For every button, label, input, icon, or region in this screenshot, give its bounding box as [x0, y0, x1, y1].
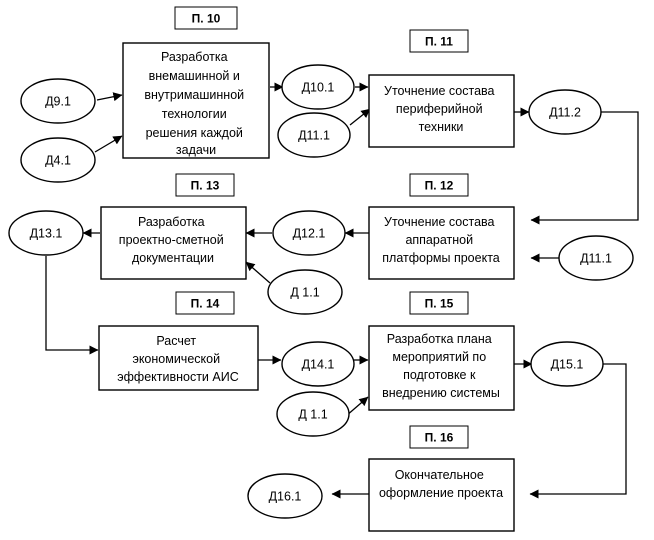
svg-text:П. 11: П. 11 — [425, 35, 453, 49]
step-label-p16: П. 16 — [409, 425, 469, 449]
doc-d14-1: Д14.1 — [281, 341, 355, 387]
process-p10-line: внутримашинной — [144, 88, 244, 102]
svg-text:Уточнение состава аппара: Уточнение состава аппаратной платформы п… — [382, 215, 500, 265]
svg-text:Разработка плана меропри: Разработка плана мероприятий по подготов… — [382, 332, 500, 400]
doc-d11-1-b: Д11.1 — [558, 235, 634, 281]
process-p10-line: решения каждой — [146, 126, 243, 140]
process-p10-line: Разработка — [161, 50, 228, 64]
arrow-d9-1-to-p10 — [96, 92, 123, 102]
arrow-d15-1-to-p16 — [529, 363, 627, 499]
process-p13-line: Разработка — [138, 215, 205, 229]
process-p11: Уточнение состава периферийной техники — [368, 74, 515, 148]
svg-text:Д11.1: Д11.1 — [580, 252, 612, 266]
process-p12: Уточнение состава аппаратной платформы п… — [368, 206, 515, 280]
arrow-d11-2-to-p12 — [530, 111, 639, 225]
process-p14-line: экономической — [132, 352, 220, 366]
svg-text:П. 14: П. 14 — [191, 297, 220, 311]
step-label-p13: П. 13 — [175, 173, 235, 197]
arrow-d13-1-to-p14 — [45, 256, 99, 355]
doc-d4-1: Д4.1 — [20, 137, 96, 183]
svg-text:Д15.1: Д15.1 — [551, 358, 584, 372]
svg-text:Д4.1: Д4.1 — [45, 154, 71, 168]
svg-text:П. 10: П. 10 — [192, 12, 221, 26]
step-label-p12: П. 12 — [409, 173, 469, 197]
step-label-p10: П. 10 — [174, 6, 238, 30]
process-p11-line: техники — [419, 120, 464, 134]
svg-text:Окончательное оформление: Окончательное оформление проекта — [379, 468, 503, 500]
process-p14: Расчет экономической эффективности АИС — [98, 325, 259, 391]
doc-d13-1: Д13.1 — [8, 210, 84, 256]
svg-text:П. 12: П. 12 — [425, 179, 454, 193]
process-p15-line: внедрению системы — [382, 386, 500, 400]
svg-text:Д11.2: Д11.2 — [549, 106, 581, 120]
doc-d1-1-b: Д 1.1 — [276, 391, 350, 437]
svg-text:Расчет экономической: Расчет экономической эффективности АИС — [117, 334, 239, 384]
process-p16: Окончательное оформление проекта — [368, 458, 515, 532]
svg-text:Д12.1: Д12.1 — [293, 227, 326, 241]
svg-text:Д 1.1: Д 1.1 — [290, 286, 319, 300]
doc-d11-2: Д11.2 — [528, 89, 602, 135]
process-p16-line: оформление проекта — [379, 486, 503, 500]
svg-text:Д10.1: Д10.1 — [302, 81, 335, 95]
process-p13-line: документации — [132, 251, 214, 265]
process-p13: Разработка проектно-сметной документации — [100, 206, 247, 280]
doc-d11-1: Д11.1 — [277, 112, 351, 158]
svg-text:Д13.1: Д13.1 — [30, 227, 63, 241]
process-p15-line: мероприятий по — [392, 350, 486, 364]
arrow-d1-1a-to-p13 — [245, 261, 271, 284]
doc-d10-1: Д10.1 — [281, 64, 355, 110]
process-p11-line: Уточнение состава — [384, 84, 495, 98]
process-p14-line: эффективности АИС — [117, 370, 239, 384]
svg-text:Д9.1: Д9.1 — [45, 95, 71, 109]
svg-text:П. 15: П. 15 — [425, 297, 454, 311]
doc-d15-1: Д15.1 — [530, 341, 604, 387]
svg-text:Д11.1: Д11.1 — [298, 129, 330, 143]
svg-text:Разработка внемашинной и: Разработка внемашинной и внутримашинной … — [144, 50, 247, 157]
process-p12-line: аппаратной — [405, 233, 473, 247]
process-p13-line: проектно-сметной — [119, 233, 224, 247]
process-p15: Разработка плана мероприятий по подготов… — [368, 325, 515, 411]
process-p12-line: платформы проекта — [382, 251, 500, 265]
svg-text:Д16.1: Д16.1 — [269, 490, 302, 504]
process-p15-line: Разработка плана — [387, 332, 492, 346]
doc-d9-1: Д9.1 — [20, 78, 96, 124]
process-p10: Разработка внемашинной и внутримашинной … — [122, 42, 270, 159]
process-p16-line: Окончательное — [395, 468, 484, 482]
doc-d1-1-a: Д 1.1 — [267, 269, 343, 315]
connectors — [45, 82, 639, 499]
svg-text:П. 16: П. 16 — [425, 431, 454, 445]
svg-text:Д14.1: Д14.1 — [302, 358, 335, 372]
process-p14-line: Расчет — [156, 334, 196, 348]
doc-d16-1: Д16.1 — [247, 473, 323, 519]
doc-d12-1: Д12.1 — [272, 210, 346, 256]
step-label-p15: П. 15 — [409, 291, 469, 315]
process-p10-line: задачи — [176, 143, 216, 157]
svg-text:Разработка проектно-смет: Разработка проектно-сметной документации — [119, 215, 227, 265]
step-label-p14: П. 14 — [175, 291, 235, 315]
process-p12-line: Уточнение состава — [384, 215, 495, 229]
svg-text:Уточнение состава перифе: Уточнение состава периферийной техники — [384, 84, 498, 134]
process-p10-line: технологии — [162, 107, 227, 121]
process-p11-line: периферийной — [396, 102, 483, 116]
arrow-d11-1-to-p11 — [349, 108, 371, 126]
process-p10-line: внемашинной и — [149, 69, 240, 83]
arrow-d4-1-to-p10 — [94, 135, 123, 153]
process-p15-line: подготовке к — [403, 368, 476, 382]
arrow-d1-1b-to-p15 — [345, 396, 369, 417]
svg-text:Д 1.1: Д 1.1 — [298, 408, 327, 422]
step-label-p11: П. 11 — [409, 29, 469, 53]
svg-text:П. 13: П. 13 — [191, 179, 220, 193]
